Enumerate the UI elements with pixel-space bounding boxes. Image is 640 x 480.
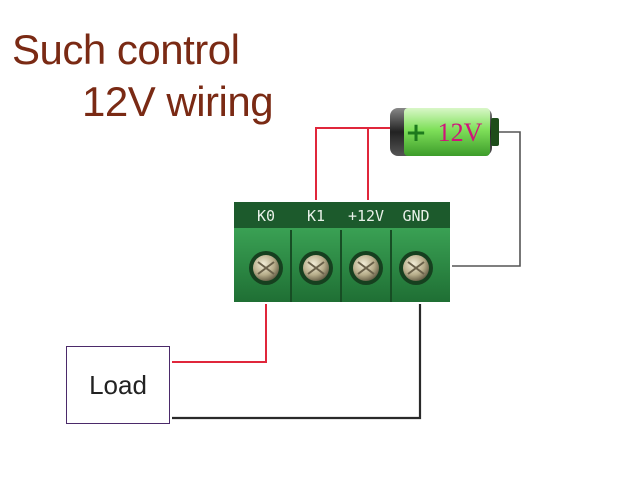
title-line-2: 12V wiring (82, 78, 274, 125)
wire-k1-to-battery (315, 127, 392, 212)
screw-gnd (399, 251, 433, 285)
terminal-label-strip (234, 202, 450, 228)
diagram-title: Such control 12V wiring (12, 24, 274, 128)
load-box: Load (66, 346, 170, 424)
wires (172, 127, 521, 420)
load-label: Load (89, 369, 147, 400)
wire-battery-to-gnd (430, 131, 521, 267)
battery-body (404, 108, 490, 156)
battery-plus-icon: + (405, 118, 427, 148)
wire-gnd-to-load (172, 272, 422, 420)
battery-voltage-label: 12V (438, 118, 483, 147)
wire-k0-to-load (172, 300, 267, 363)
screw-k0 (249, 251, 283, 285)
screw-12v (349, 251, 383, 285)
title-line-1: Such control (12, 26, 240, 73)
battery-terminal (491, 118, 499, 146)
terminal-label-k1: K1 (307, 207, 325, 225)
battery: + 12V (390, 108, 499, 156)
terminal-label-gnd: GND (402, 207, 429, 225)
screw-k1 (299, 251, 333, 285)
terminal-label-k0: K0 (257, 207, 275, 225)
terminal-label-12v: +12V (348, 207, 384, 225)
terminal-block: K0 K1 +12V GND (232, 200, 452, 304)
